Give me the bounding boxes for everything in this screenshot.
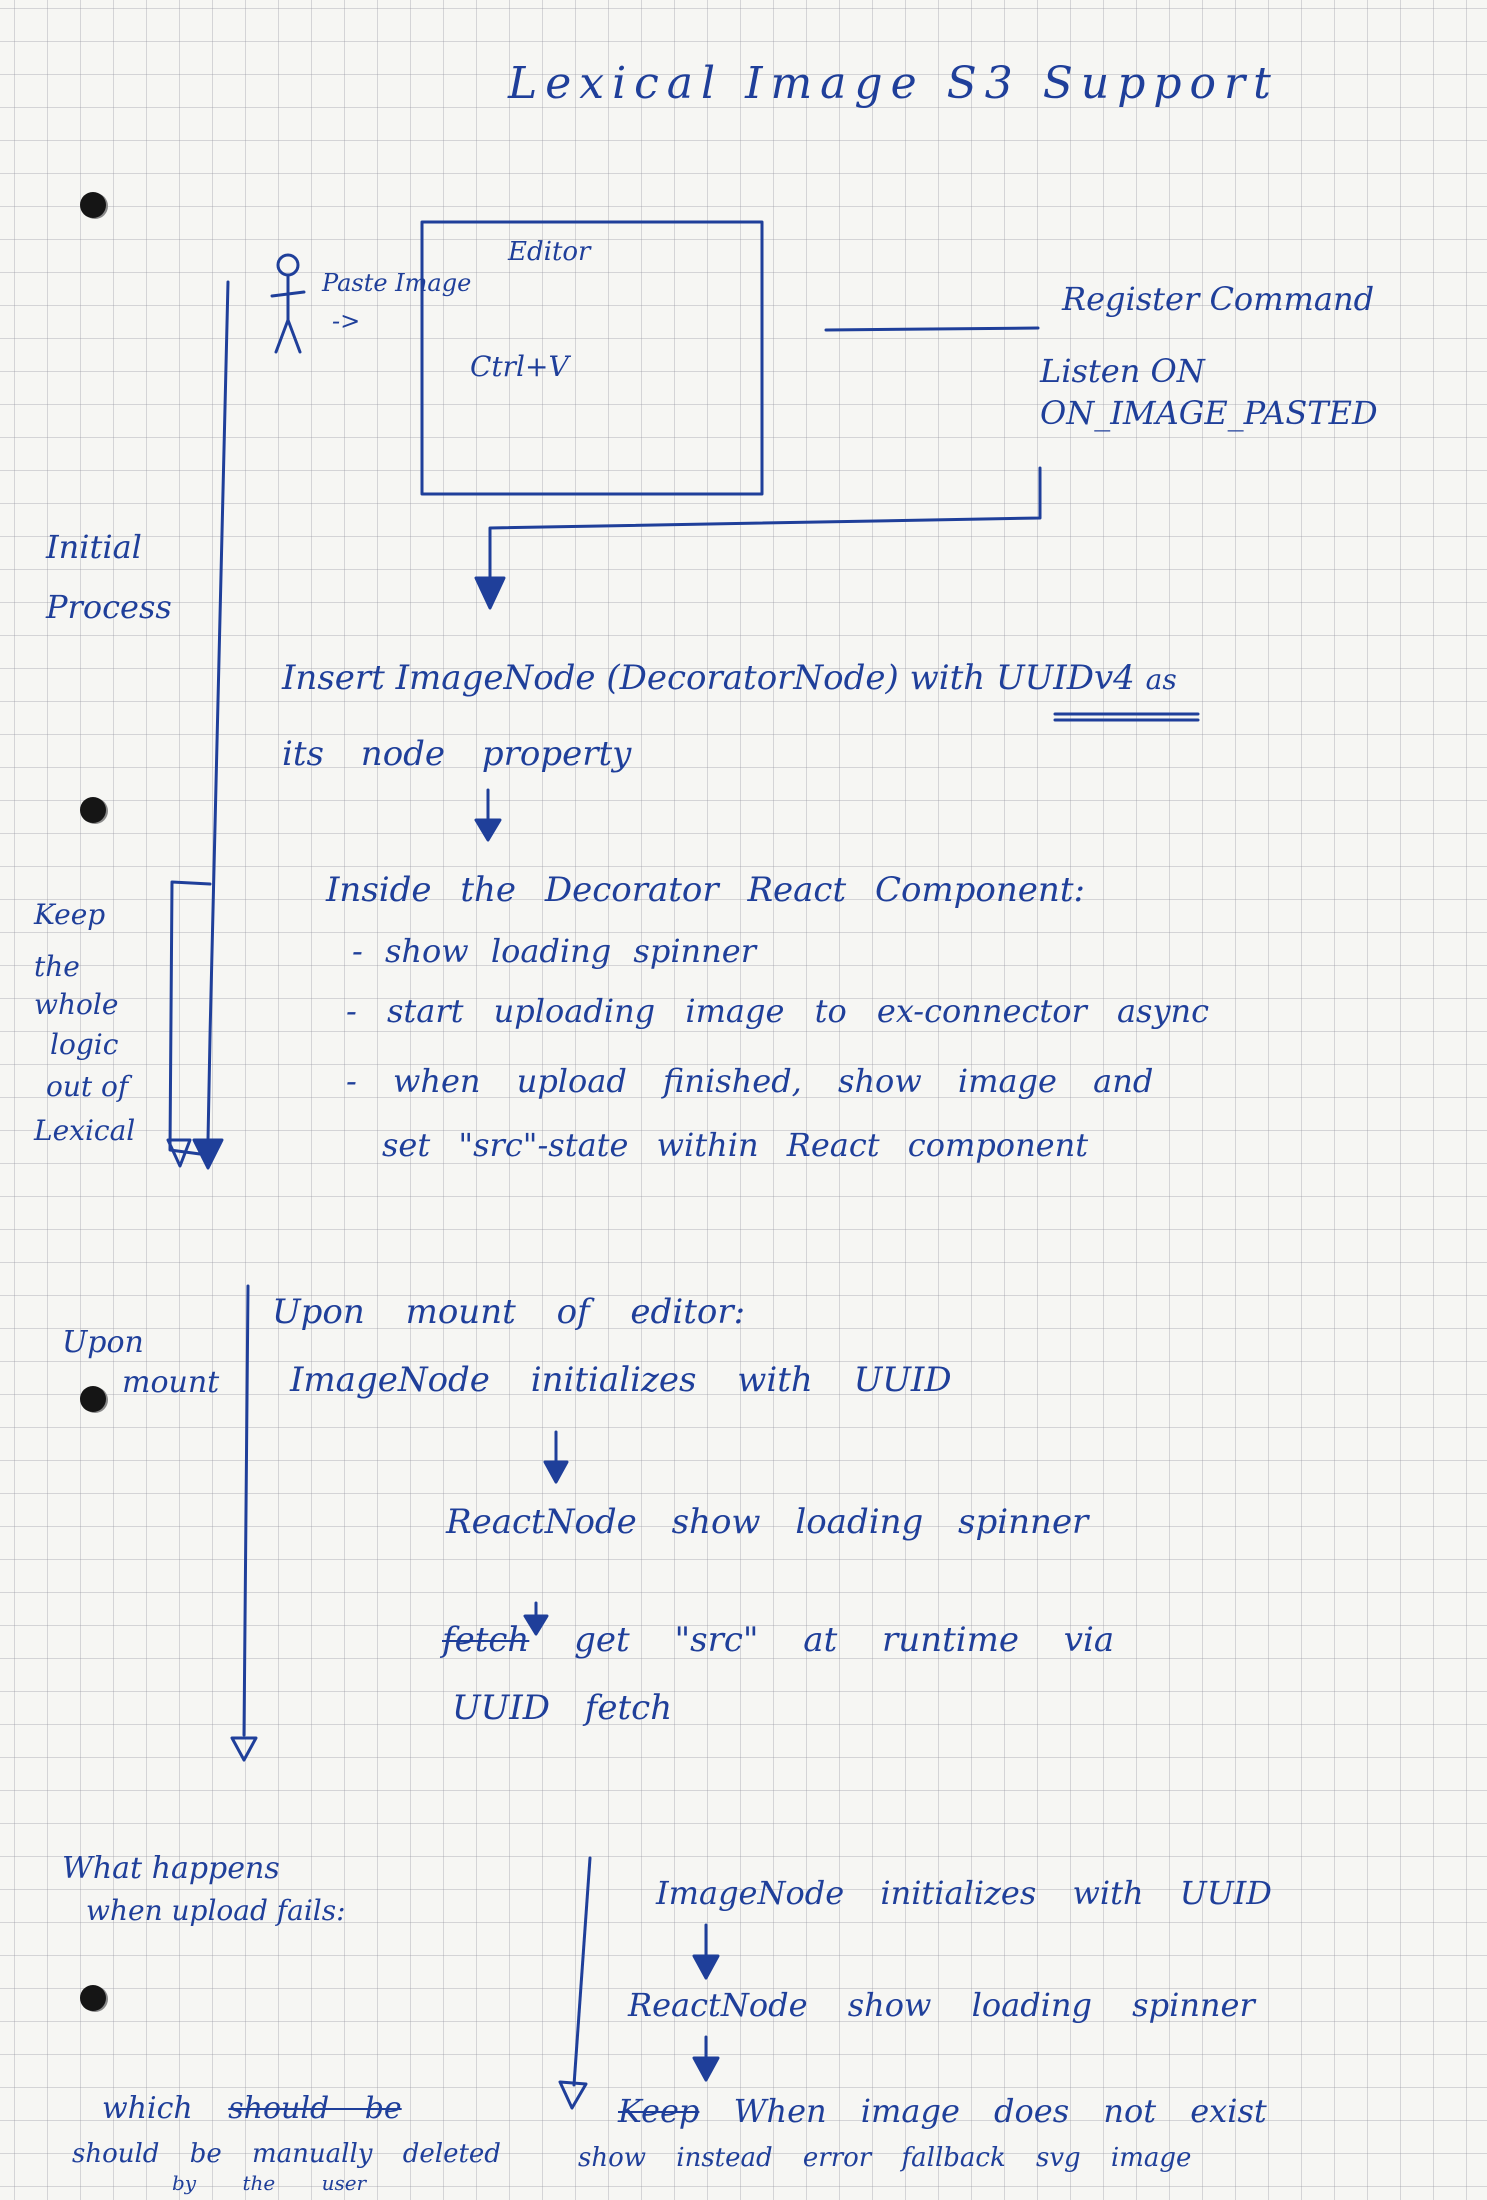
- struck-word: should be: [228, 2091, 402, 2126]
- paste-image-label: Paste Image: [322, 269, 472, 297]
- bullet-continuation: set "src"-state within React component: [382, 1126, 1089, 1164]
- mount-line4-text: get "src" at runtime via: [574, 1620, 1115, 1660]
- keep-note-line: Lexical: [34, 1114, 136, 1147]
- uuid-label: UUIDv4: [995, 658, 1135, 698]
- insert-as: as: [1145, 663, 1177, 696]
- upon-label: Upon: [62, 1325, 144, 1360]
- insert-text: Insert ImageNode (DecoratorNode) with: [282, 658, 986, 698]
- note-which: which: [102, 2091, 193, 2126]
- struck-word: fetch: [442, 1620, 530, 1660]
- punch-hole: [80, 1386, 106, 1412]
- mount-line4: fetch get "src" at runtime via: [442, 1620, 1115, 1660]
- initial-label: Initial: [46, 528, 142, 566]
- fail-line4: show instead error fallback svg image: [578, 2143, 1192, 2173]
- fail-line3: Keep When image does not exist: [618, 2092, 1267, 2130]
- keep-note-line: out of: [46, 1070, 129, 1103]
- paste-arrow: ->: [332, 307, 361, 335]
- keep-note-line: Keep: [34, 898, 106, 931]
- mount-line3: ReactNode show loading spinner: [446, 1502, 1089, 1542]
- note-line3: by the user: [172, 2171, 367, 2195]
- user-head-icon: [276, 253, 300, 277]
- struck-word: Keep: [618, 2092, 700, 2130]
- insert-line: Insert ImageNode (DecoratorNode) with UU…: [282, 658, 1177, 698]
- mount-line1: Upon mount of editor:: [272, 1292, 746, 1332]
- punch-hole: [80, 797, 106, 823]
- fail-line2: ReactNode show loading spinner: [628, 1986, 1255, 2024]
- note-line2: should be manually deleted: [72, 2139, 501, 2169]
- fail-line3-text: When image does not exist: [733, 2092, 1267, 2130]
- mount-line2: ImageNode initializes with UUID: [290, 1360, 952, 1400]
- keep-note-line: the: [34, 950, 80, 983]
- listen-on-label: Listen ON: [1040, 352, 1205, 390]
- bullet-item: - show loading spinner: [352, 932, 756, 970]
- shortcut-label: Ctrl+V: [470, 350, 569, 383]
- keep-note-line: whole: [34, 988, 119, 1021]
- bullet-item: - start uploading image to ex-connector …: [346, 992, 1210, 1030]
- keep-note-line: logic: [50, 1028, 119, 1061]
- mount-label: mount: [122, 1365, 220, 1400]
- punch-hole: [80, 1985, 106, 2011]
- fail-line1: ImageNode initializes with UUID: [656, 1874, 1272, 1912]
- editor-label: Editor: [508, 237, 591, 267]
- fail-label-line1: What happens: [62, 1851, 280, 1886]
- editor-box: [420, 220, 764, 496]
- insert-line2: its node property: [282, 734, 632, 774]
- page-title: Lexical Image S3 Support: [508, 58, 1279, 109]
- inside-heading: Inside the Decorator React Component:: [326, 870, 1085, 910]
- note-line1: which should be: [102, 2092, 402, 2125]
- fail-label-line2: when upload fails:: [86, 1894, 346, 1927]
- register-command-label: Register Command: [1062, 280, 1375, 318]
- bullet-item: - when upload finished, show image and: [346, 1062, 1154, 1100]
- event-name-label: ON_IMAGE_PASTED: [1040, 394, 1378, 432]
- punch-hole: [80, 192, 106, 218]
- mount-line5: UUID fetch: [452, 1688, 673, 1728]
- process-label: Process: [46, 588, 172, 626]
